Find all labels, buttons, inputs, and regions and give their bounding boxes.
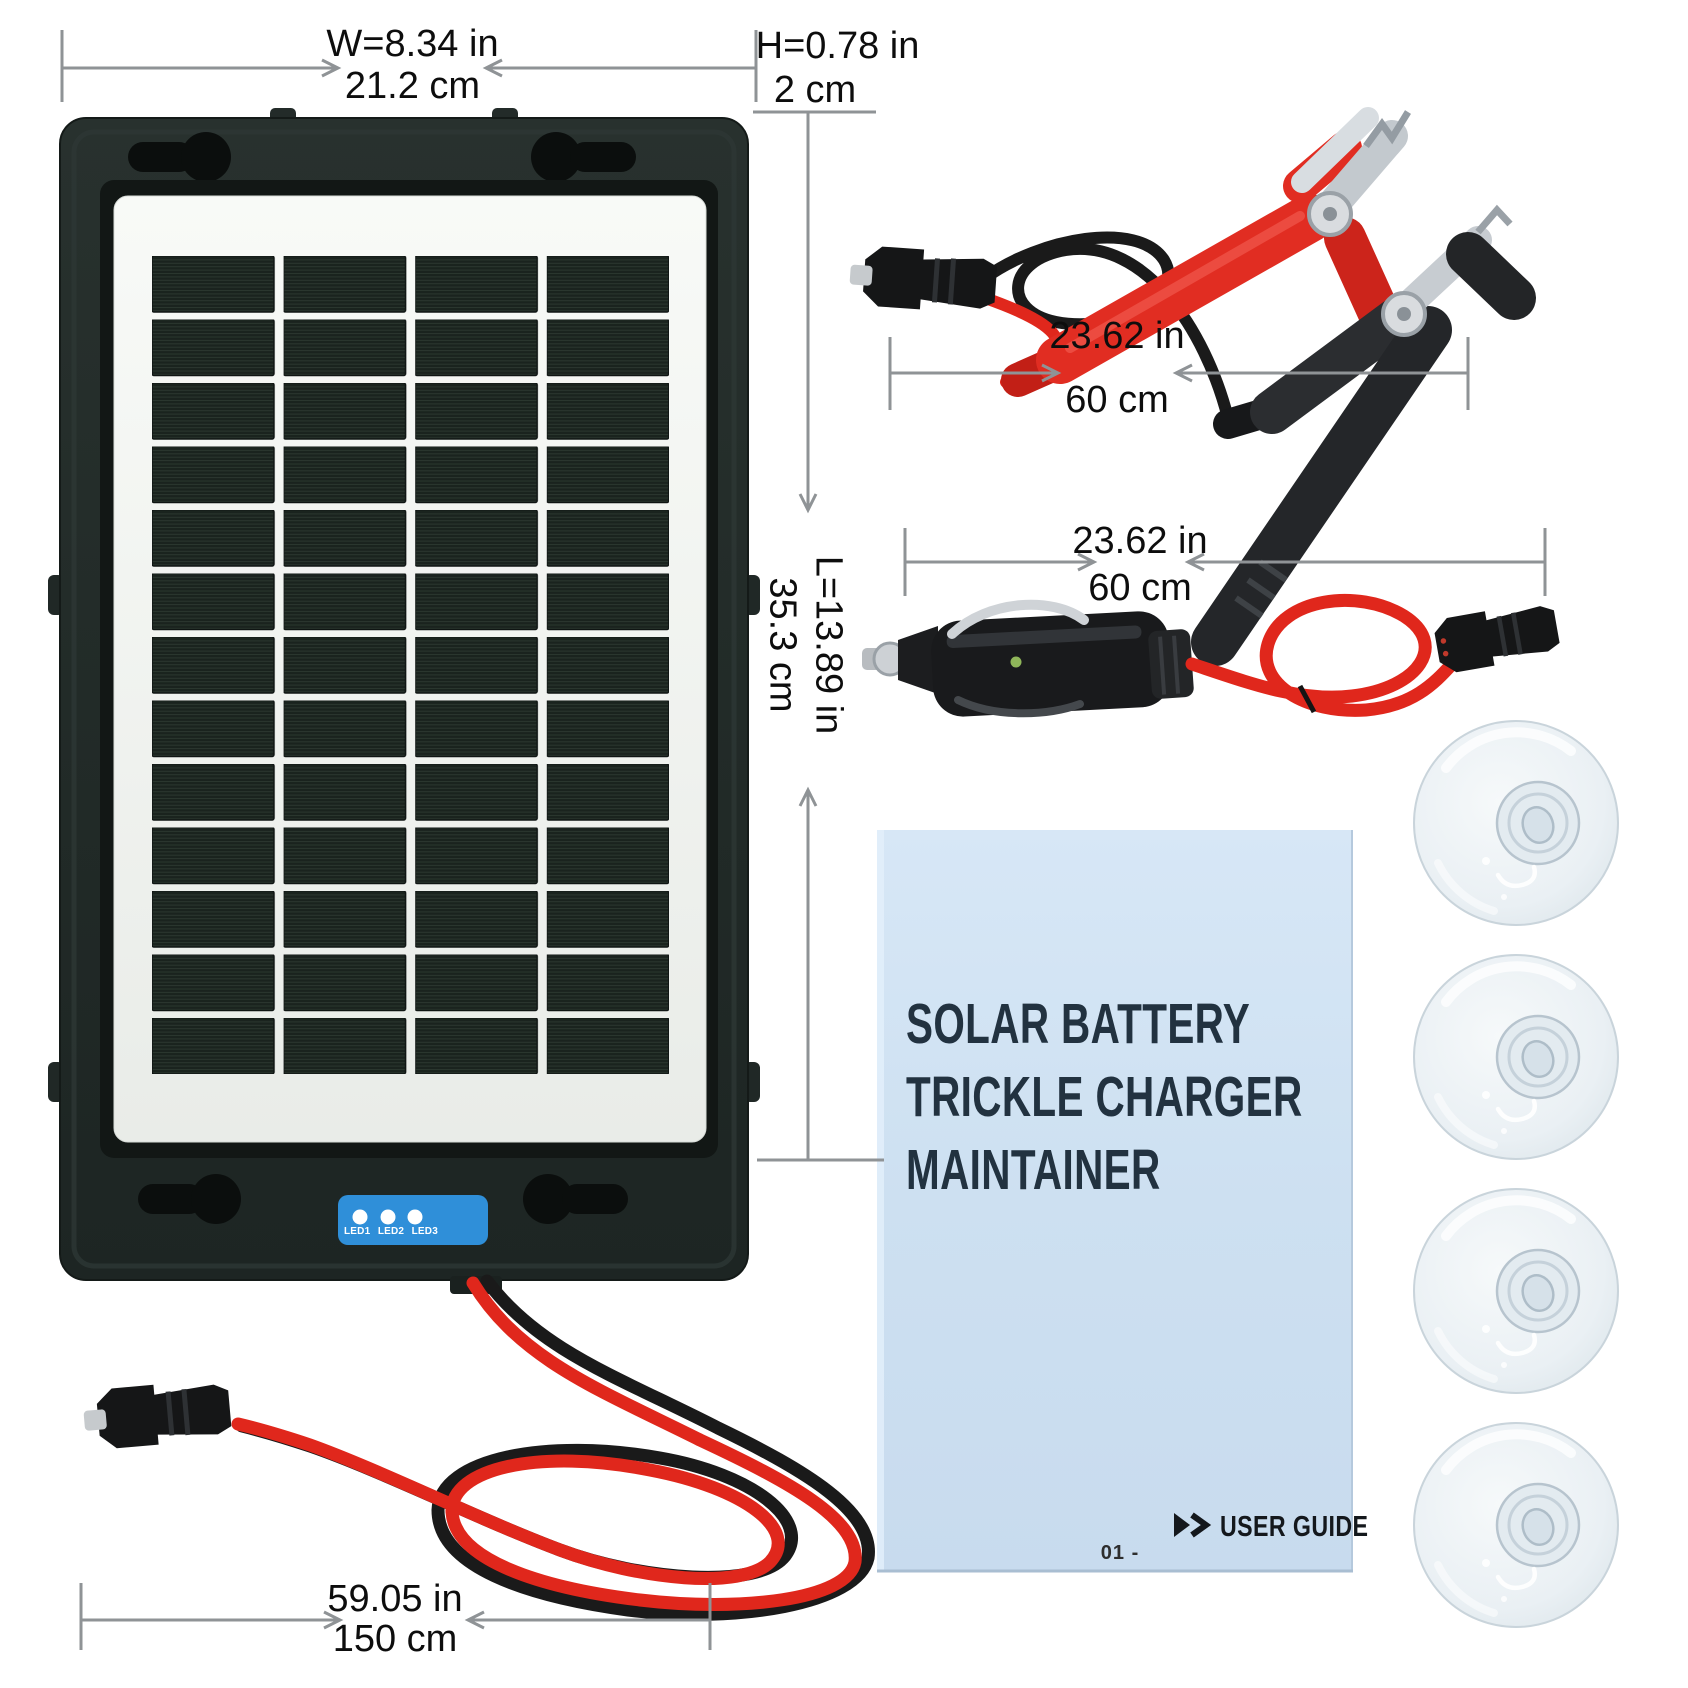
led2-label: LED2 <box>377 1226 405 1237</box>
dim-panel-height-inches: H=0.78 in <box>755 25 920 67</box>
user-guide-arrow-icon <box>1172 1510 1212 1545</box>
solar-panel <box>48 108 760 1294</box>
led-labels: LED1 LED2 LED3 <box>344 1226 438 1237</box>
keyhole-slot <box>128 132 231 182</box>
dim-lighter-cable-cm: 60 cm <box>1088 567 1192 609</box>
dim-panel-cable-inches: 59.05 in <box>327 1578 463 1620</box>
sae-connector <box>1432 599 1561 674</box>
panel-cable <box>83 1274 875 1621</box>
dim-lighter-cable-lines <box>903 528 1547 596</box>
keyhole-slot <box>138 1174 241 1224</box>
user-guide-booklet <box>877 830 1353 1573</box>
keyhole-slot <box>531 132 636 182</box>
suction-cup <box>1414 721 1618 925</box>
led1-dot <box>352 1209 368 1225</box>
dim-panel-length-cm: 35.3 cm <box>761 577 803 713</box>
dim-panel-width-cm: 21.2 cm <box>344 65 481 107</box>
booklet-title-line1: SOLAR BATTERY <box>906 992 1251 1056</box>
booklet-title-line2: TRICKLE CHARGER <box>906 1065 1303 1129</box>
sae-connector <box>849 244 998 314</box>
led3-label: LED3 <box>411 1226 438 1237</box>
dim-clamp-cable-cm: 60 cm <box>1065 379 1169 421</box>
suction-cup <box>1414 1423 1618 1627</box>
suction-cup <box>1414 955 1618 1159</box>
booklet-title-line3: MAINTAINER <box>906 1138 1161 1202</box>
booklet-title: SOLAR BATTERY TRICKLE CHARGER MAINTAINER <box>906 988 1303 1207</box>
user-guide-label: USER GUIDE <box>1220 1511 1369 1543</box>
dim-panel-cable-cm: 150 cm <box>332 1618 458 1660</box>
dim-clamp-cable-inches: 23.62 in <box>1049 315 1185 357</box>
black-battery-clamp <box>1191 204 1536 666</box>
dim-panel-cable-lines <box>79 1583 712 1650</box>
dim-panel-width-lines <box>60 30 758 102</box>
dim-lighter-cable-inches: 23.62 in <box>1072 520 1208 562</box>
user-guide-row: USER GUIDE <box>1172 1510 1405 1545</box>
dim-panel-height-cm: 2 cm <box>773 69 857 111</box>
lighter-plug <box>862 599 1194 718</box>
suction-cup <box>1414 1189 1618 1393</box>
solar-cells <box>152 256 669 1074</box>
dim-panel-width-inches: W=8.34 in <box>326 23 499 65</box>
led2-dot <box>380 1209 396 1225</box>
dim-panel-length-inches: L=13.89 in <box>807 555 849 735</box>
led3-dot <box>407 1209 423 1225</box>
dim-panel-length-lines <box>757 112 884 1162</box>
booklet-page-number: 01 - <box>1100 1542 1140 1564</box>
led-status-label <box>338 1195 488 1245</box>
keyhole-slot <box>523 1174 628 1224</box>
dim-clamp-cable-lines <box>888 337 1470 410</box>
lighter-cable <box>1185 593 1562 717</box>
led1-label: LED1 <box>344 1226 371 1237</box>
sae-connector <box>83 1378 233 1450</box>
dim-panel-length: L=13.89 in 35.3 cm <box>733 520 877 770</box>
